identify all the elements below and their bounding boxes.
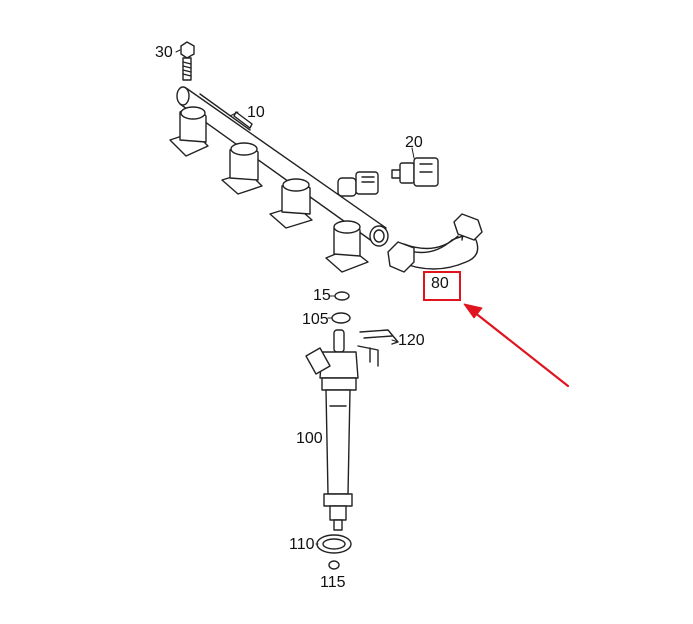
- fuel-rail-10: [169, 86, 389, 273]
- bolt-30: [180, 41, 195, 81]
- rail-cup-1: [169, 106, 209, 157]
- callout-80: 80: [431, 275, 449, 292]
- rail-cup-3: [269, 178, 313, 229]
- seal-115: [328, 560, 340, 570]
- callout-110: 110: [289, 536, 315, 553]
- fuel-line-80: [387, 213, 483, 273]
- highlight-box-80: [423, 271, 461, 301]
- callout-15: 15: [313, 287, 331, 304]
- pressure-sensor-20: [391, 157, 439, 187]
- seal-ring-105: [331, 312, 351, 324]
- seal-110: [316, 534, 352, 554]
- seal-ring-15: [334, 291, 350, 301]
- leader-lines: [175, 49, 415, 545]
- callout-105: 105: [302, 311, 329, 328]
- clip-120: [357, 329, 399, 367]
- callout-10: 10: [247, 104, 265, 121]
- callout-120: 120: [398, 332, 425, 349]
- injector-100: [305, 329, 359, 531]
- callout-30: 30: [155, 44, 173, 61]
- rail-cup-4: [325, 220, 369, 273]
- rail-cup-2: [221, 142, 263, 195]
- callout-115: 115: [320, 574, 346, 591]
- highlight-arrow: [463, 303, 570, 388]
- callout-100: 100: [296, 430, 323, 447]
- callout-20: 20: [405, 134, 423, 151]
- rail-sensor: [337, 171, 379, 197]
